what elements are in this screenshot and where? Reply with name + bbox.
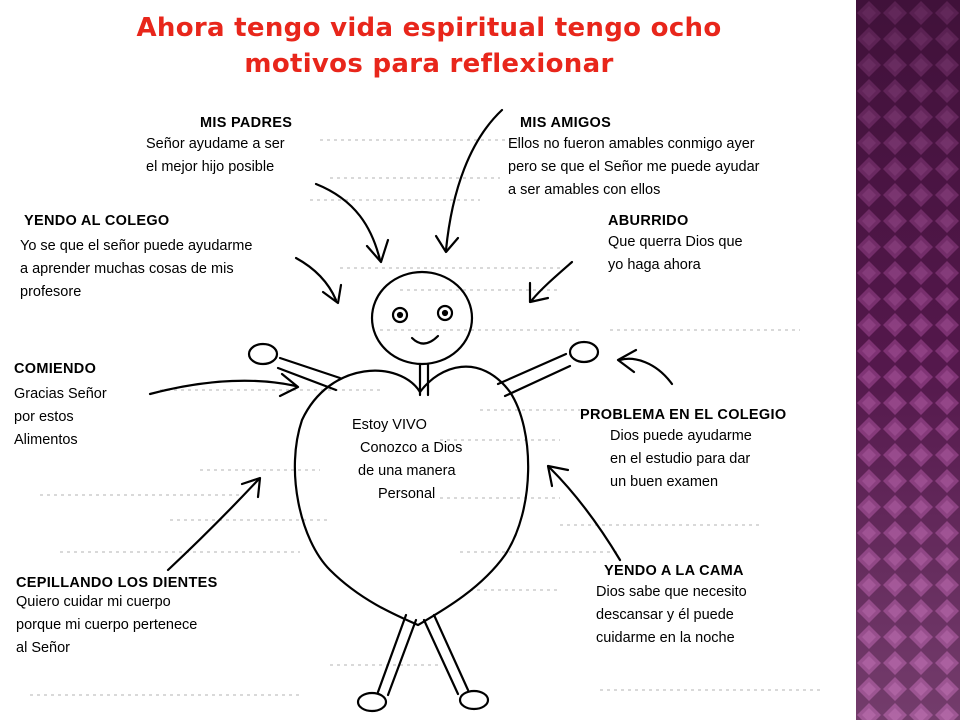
note-line: Gracias Señor (14, 386, 107, 402)
note-line: a aprender muchas cosas de mis (20, 261, 234, 277)
note-mis-amigos: MIS AMIGOS Ellos no fueron amables conmi… (508, 114, 760, 202)
arrow-aburrido (530, 260, 574, 302)
note-line: el mejor hijo posible (146, 159, 275, 175)
figure-drawing (148, 108, 674, 713)
note-line: pero se que el Señor me puede ayudar (508, 159, 760, 175)
arrow-cama (548, 466, 622, 562)
note-mis-padres: MIS PADRES Señor ayudame a ser el mejor … (146, 114, 292, 179)
note-heading: MIS PADRES (200, 115, 293, 131)
note-heading: PROBLEMA EN EL COLEGIO (580, 407, 787, 423)
note-line: porque mi cuerpo pertenece (16, 617, 198, 633)
note-line: descansar y él puede (596, 607, 734, 623)
note-line: en el estudio para dar (610, 451, 751, 467)
note-heading: YENDO A LA CAMA (604, 563, 744, 579)
title-line-2: motivos para reflexionar (244, 49, 614, 79)
note-line: Quiero cuidar mi cuerpo (16, 594, 171, 610)
note-aburrido: ABURRIDO Que querra Dios que yo haga aho… (608, 212, 743, 277)
heart-text: Estoy VIVO Conozco a Dios de una manera … (352, 414, 482, 506)
heart-line: Estoy VIVO (352, 417, 427, 433)
note-heading: CEPILLANDO LOS DIENTES (16, 575, 218, 591)
arrow-amigos (444, 108, 504, 252)
arrow-comiendo (148, 379, 298, 396)
heart-line: Conozco a Dios (360, 440, 463, 456)
note-yendo-al-colegio: YENDO AL COLEGO Yo se que el señor puede… (20, 212, 252, 304)
note-line: Señor ayudame a ser (146, 136, 285, 152)
note-cepillando-los-dientes: CEPILLANDO LOS DIENTES Quiero cuidar mi … (16, 574, 218, 660)
note-line: cuidarme en la noche (596, 630, 735, 646)
heart-body-shape (293, 365, 530, 627)
right-eye-shape (436, 304, 454, 322)
smile-shape (410, 334, 440, 345)
note-yendo-a-la-cama: YENDO A LA CAMA Dios sabe que necesito d… (596, 562, 747, 650)
note-problema-en-el-colegio: PROBLEMA EN EL COLEGIO Dios puede ayudar… (580, 406, 786, 494)
note-line: al Señor (16, 640, 71, 656)
note-line: por estos (14, 409, 74, 425)
head-shape (370, 270, 474, 366)
note-line: profesore (20, 284, 82, 300)
left-leg-shape (376, 613, 408, 694)
note-heading: MIS AMIGOS (520, 115, 612, 131)
note-line: Dios puede ayudarme (610, 428, 752, 444)
arrow-cepillando (166, 478, 260, 572)
arrow-colegio (294, 256, 338, 302)
note-line: Alimentos (14, 432, 78, 448)
title-line-1: Ahora tengo vida espiritual tengo ocho (136, 13, 722, 43)
panel-divider (848, 0, 856, 720)
slide-title: Ahora tengo vida espiritual tengo ocho m… (0, 10, 858, 82)
right-leg-shape (432, 613, 470, 692)
heart-line: de una manera (358, 463, 456, 479)
note-heading: COMIENDO (14, 361, 97, 377)
arrow-padres (314, 182, 382, 262)
note-heading: YENDO AL COLEGO (24, 213, 170, 229)
note-comiendo: COMIENDO Gracias Señor por estos Aliment… (14, 360, 107, 452)
note-line: a ser amables con ellos (508, 182, 661, 198)
left-arm-shape (278, 356, 342, 380)
note-line: Dios sabe que necesito (596, 584, 747, 600)
decorative-side-panel (856, 0, 960, 720)
arrow-problema (618, 357, 674, 386)
heart-line: Personal (378, 486, 436, 502)
right-arm-shape (496, 352, 568, 386)
background-texture (30, 139, 820, 696)
note-line: Ellos no fueron amables conmigo ayer (508, 136, 755, 152)
note-heading: ABURRIDO (608, 213, 689, 229)
note-line: Yo se que el señor puede ayudarme (20, 238, 253, 254)
note-line: un buen examen (610, 474, 719, 490)
note-line: Que querra Dios que (608, 234, 743, 250)
note-line: yo haga ahora (608, 257, 701, 273)
left-eye-shape (391, 306, 409, 324)
